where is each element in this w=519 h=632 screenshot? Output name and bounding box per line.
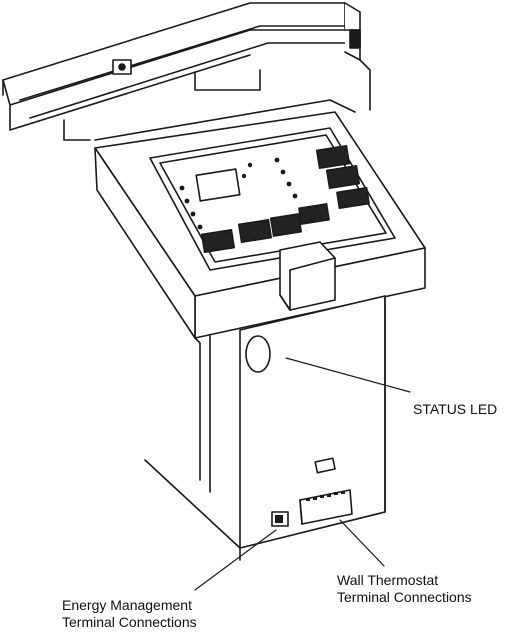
wall-thermostat-line1: Wall Thermostat (337, 572, 439, 588)
lower-enclosure (144, 295, 386, 561)
wall-thermostat-terminal-strip (299, 489, 353, 525)
status-led-text: STATUS LED (413, 401, 498, 417)
leader-lines (194, 357, 411, 591)
wall-thermostat-leader (339, 519, 385, 567)
wall-thermostat-line2: Terminal Connections (337, 589, 472, 605)
energy-management-line2: Terminal Connections (62, 614, 197, 630)
status-led-indicator (245, 335, 271, 373)
status-led-leader (285, 357, 411, 393)
energy-management-terminal (271, 511, 289, 527)
energy-management-leader (194, 529, 277, 591)
status-led-label: STATUS LED (413, 401, 497, 418)
connector-blocks (200, 144, 370, 254)
display-window (195, 168, 241, 202)
board-components (179, 144, 370, 254)
energy-management-line1: Energy Management (62, 597, 192, 613)
wall-thermostat-label: Wall Thermostat Terminal Connections (337, 572, 472, 606)
energy-management-label: Energy Management Terminal Connections (62, 597, 197, 631)
mounting-rail (2, 2, 371, 141)
small-switch (314, 457, 336, 474)
